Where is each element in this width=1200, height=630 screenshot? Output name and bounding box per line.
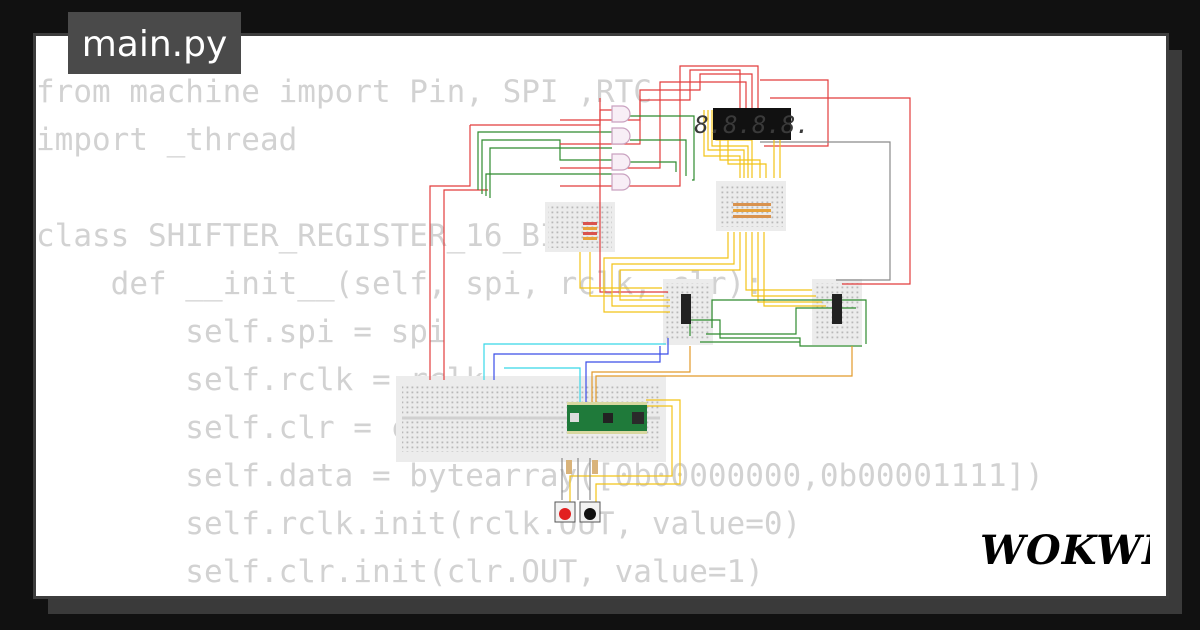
breadboard-small-right: [716, 181, 786, 231]
shift-register-chip-1: [681, 294, 691, 324]
seven-segment-display: 8.8.8.8.: [694, 108, 810, 140]
resistor-array-left: [583, 222, 597, 240]
filename-tab: main.py: [68, 12, 241, 74]
code-line: def __init__(self, spi, rclk, clr):: [36, 266, 764, 302]
shift-register-chip-2: [832, 294, 842, 324]
logic-gates: [611, 105, 631, 191]
resistor-array-right: [733, 203, 771, 218]
push-button-black[interactable]: [579, 501, 601, 523]
pull-resistors: [566, 460, 598, 474]
code-line: import _thread: [36, 122, 298, 158]
push-button-red[interactable]: [554, 501, 576, 523]
pico-board: [567, 402, 647, 434]
code-line: self.clr.init(clr.OUT, value=1): [36, 554, 764, 590]
code-line: self.rclk.init(rclk.OUT, value=0): [36, 506, 802, 542]
preview-card: [33, 33, 1169, 599]
code-line: class SHIFTER_REGISTER_16_BITS:: [36, 218, 615, 254]
code-line: self.spi = spi: [36, 314, 447, 350]
breadboard-small-left: [545, 202, 615, 252]
wokwi-logo: WOKWI: [980, 527, 1150, 574]
display-digits: 8.8.8.8.: [694, 111, 810, 139]
svg-text:WOKWI: WOKWI: [980, 527, 1150, 574]
code-line: self.data = bytearray([0b00000000,0b0000…: [36, 458, 1044, 494]
code-line: from machine import Pin, SPI ,RTC: [36, 74, 652, 110]
